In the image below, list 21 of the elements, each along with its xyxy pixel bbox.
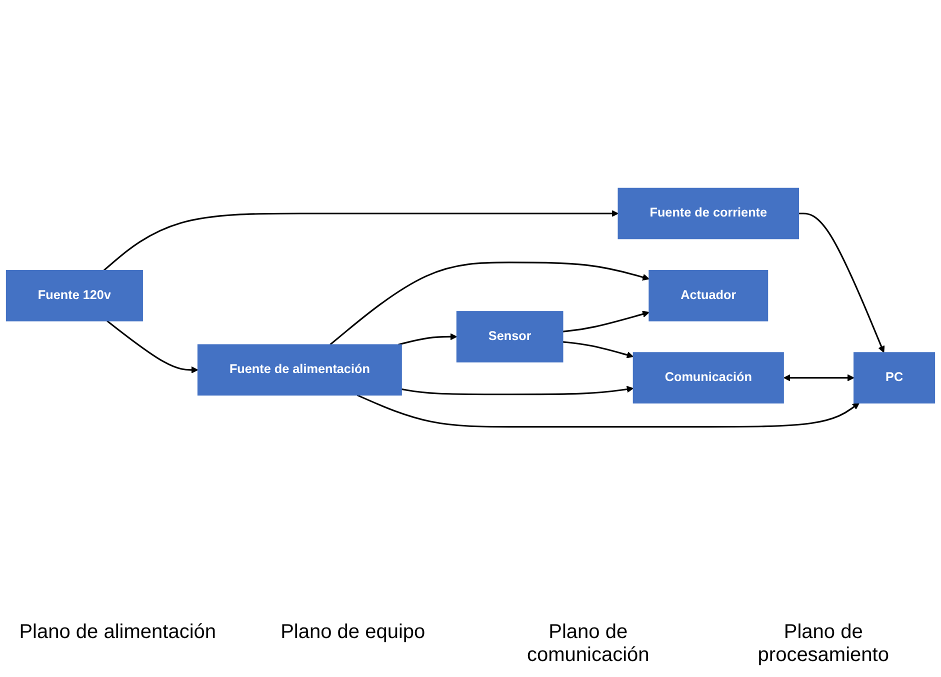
lane-label: Plano de equipo — [280, 621, 426, 645]
arrow — [401, 386, 634, 396]
node-box: Comunicación — [632, 352, 784, 404]
node-box: Sensor — [456, 311, 564, 362]
lane-label: Plano de procesamiento — [756, 621, 890, 667]
node-box: Fuente 120v — [6, 270, 143, 322]
node-box: Actuador — [648, 270, 768, 322]
arrow — [330, 262, 650, 346]
arrow — [784, 374, 854, 382]
arrow — [798, 212, 885, 353]
node-box: Fuente de alimentación — [197, 344, 402, 396]
arrow — [562, 310, 650, 332]
node-box: Fuente de corriente — [618, 188, 800, 240]
arrow — [106, 320, 198, 374]
arrow — [562, 341, 634, 358]
arrow — [398, 333, 458, 346]
arrow — [356, 394, 860, 428]
lane-label: Plano de alimentación — [18, 621, 218, 645]
arrow — [103, 210, 618, 271]
node-box: PC — [854, 352, 936, 404]
lane-label: Plano de comunicación — [526, 621, 650, 667]
